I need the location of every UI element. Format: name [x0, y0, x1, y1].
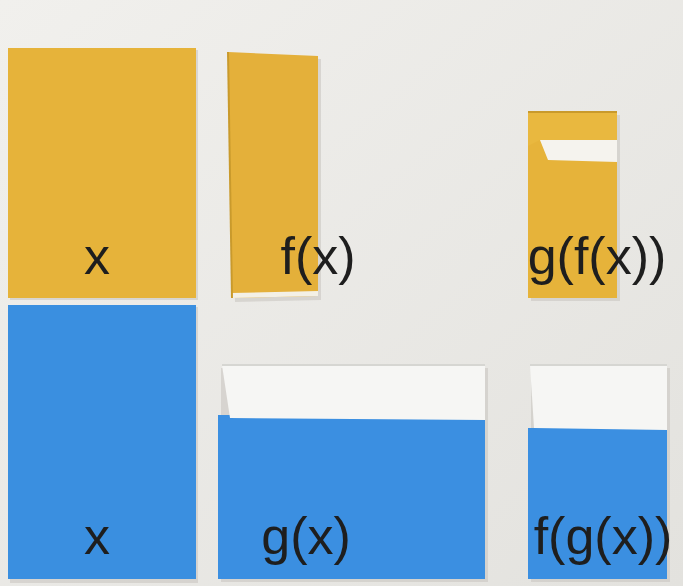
blue-sheet: [8, 305, 196, 579]
fold-edge: [530, 364, 667, 366]
yellow-flap: [528, 112, 617, 146]
function-label: f(g(x)): [534, 510, 673, 562]
white-underside: [540, 140, 617, 162]
fold-edge: [528, 111, 617, 113]
function-label: x: [84, 230, 110, 282]
paper-edge: [232, 291, 318, 298]
fold-edge: [222, 364, 485, 366]
function-label: x: [84, 510, 110, 562]
blue-folded-sheet: [218, 415, 485, 579]
function-label: f(x): [280, 230, 355, 282]
white-fold-band: [530, 365, 667, 430]
fold-edge: [228, 52, 232, 298]
function-label: g(x): [261, 510, 351, 562]
function-label: g(f(x)): [528, 230, 667, 282]
yellow-sheet: [8, 48, 196, 298]
white-fold-band: [222, 365, 485, 420]
